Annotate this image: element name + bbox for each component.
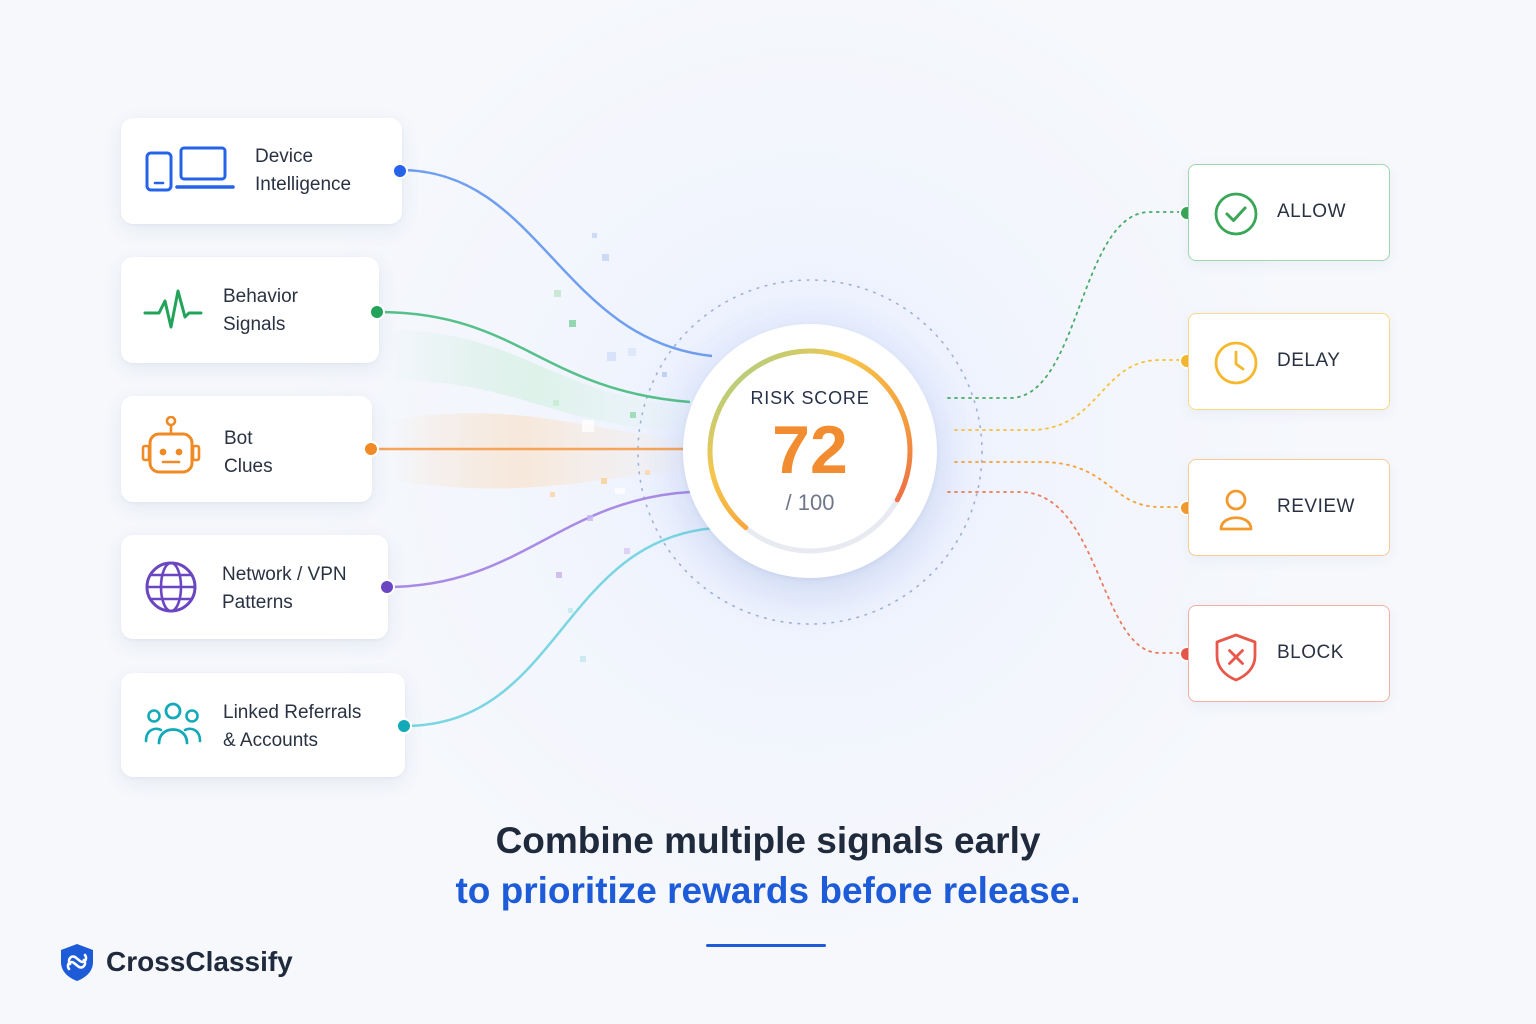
- input-card-behavior-signals: Behavior Signals: [121, 257, 379, 363]
- score-ring: [707, 348, 913, 554]
- connector-dot-network: [379, 579, 395, 595]
- input-label-line1: Behavior: [223, 286, 298, 307]
- brand-name: CrossClassify: [106, 946, 293, 977]
- connector-dot-behavior: [369, 304, 385, 320]
- input-card-bot-clues: Bot Clues: [121, 396, 372, 502]
- people-icon: [144, 701, 202, 752]
- input-label: Network / VPN Patterns: [222, 561, 347, 617]
- score-ring-progress: [707, 348, 913, 531]
- outcome-card-allow: ALLOW: [1188, 164, 1390, 261]
- outcome-line-review: [954, 461, 1188, 508]
- connector-referrals: [403, 526, 716, 728]
- input-label: Behavior Signals: [223, 283, 298, 339]
- outcome-line-allow: [947, 211, 1188, 399]
- connector-dot-referrals: [396, 718, 412, 734]
- input-label-line2: Patterns: [222, 592, 293, 613]
- connector-dot-device: [392, 163, 408, 179]
- headline-underline: [706, 944, 826, 947]
- risk-score-title: RISK SCORE: [750, 388, 870, 408]
- clock-icon: [1213, 340, 1259, 391]
- person-icon: [1213, 486, 1259, 537]
- devices-icon: [145, 146, 235, 197]
- input-label: Device Intelligence: [255, 143, 351, 199]
- input-card-linked-referrals: Linked Referrals & Accounts: [121, 673, 405, 777]
- connector-network: [386, 490, 691, 589]
- glow-band-green: [390, 330, 690, 430]
- input-label: Linked Referrals & Accounts: [223, 699, 361, 755]
- input-label-line2: Intelligence: [255, 174, 352, 195]
- input-label-line2: & Accounts: [223, 730, 319, 751]
- risk-score-max: / 100: [785, 490, 835, 515]
- dotted-ring: [637, 279, 983, 625]
- risk-score-value: 72: [772, 412, 848, 488]
- crossclassify-logo-icon: [58, 942, 96, 987]
- glow-band-warm: [390, 413, 690, 489]
- input-label-line2: Clues: [224, 456, 273, 477]
- globe-icon: [144, 560, 198, 619]
- outcome-line-block: [947, 491, 1188, 654]
- outcome-card-block: BLOCK: [1188, 605, 1390, 702]
- check-circle-icon: [1213, 191, 1259, 242]
- pulse-icon: [143, 287, 203, 340]
- headline-line-1: Combine multiple signals early: [495, 820, 1041, 861]
- particle-cluster: [550, 233, 667, 662]
- input-label-line2: Signals: [223, 314, 286, 335]
- input-label-line1: Device: [255, 146, 314, 167]
- input-card-device-intelligence: Device Intelligence: [121, 118, 402, 224]
- outcome-label: BLOCK: [1277, 642, 1344, 663]
- connector-device: [399, 168, 713, 358]
- outcome-label: ALLOW: [1277, 201, 1347, 222]
- input-label-line1: Linked Referrals: [223, 702, 362, 723]
- input-label-line1: Bot: [224, 428, 253, 449]
- input-card-network-vpn: Network / VPN Patterns: [121, 535, 388, 639]
- input-label-line1: Network / VPN: [222, 564, 347, 585]
- input-label: Bot Clues: [224, 425, 273, 481]
- outcome-card-delay: DELAY: [1188, 313, 1390, 410]
- headline-line-2: to prioritize rewards before release.: [455, 870, 1081, 911]
- connector-behavior: [376, 310, 691, 404]
- outcome-card-review: REVIEW: [1188, 459, 1390, 556]
- outcome-label: DELAY: [1277, 350, 1341, 371]
- robot-icon: [141, 415, 201, 483]
- outcome-line-delay: [954, 359, 1188, 431]
- shield-x-icon: [1213, 632, 1259, 687]
- risk-score-gauge: RISK SCORE 72 / 100: [683, 324, 937, 578]
- outcome-label: REVIEW: [1277, 496, 1355, 517]
- connector-dot-bot: [363, 441, 379, 457]
